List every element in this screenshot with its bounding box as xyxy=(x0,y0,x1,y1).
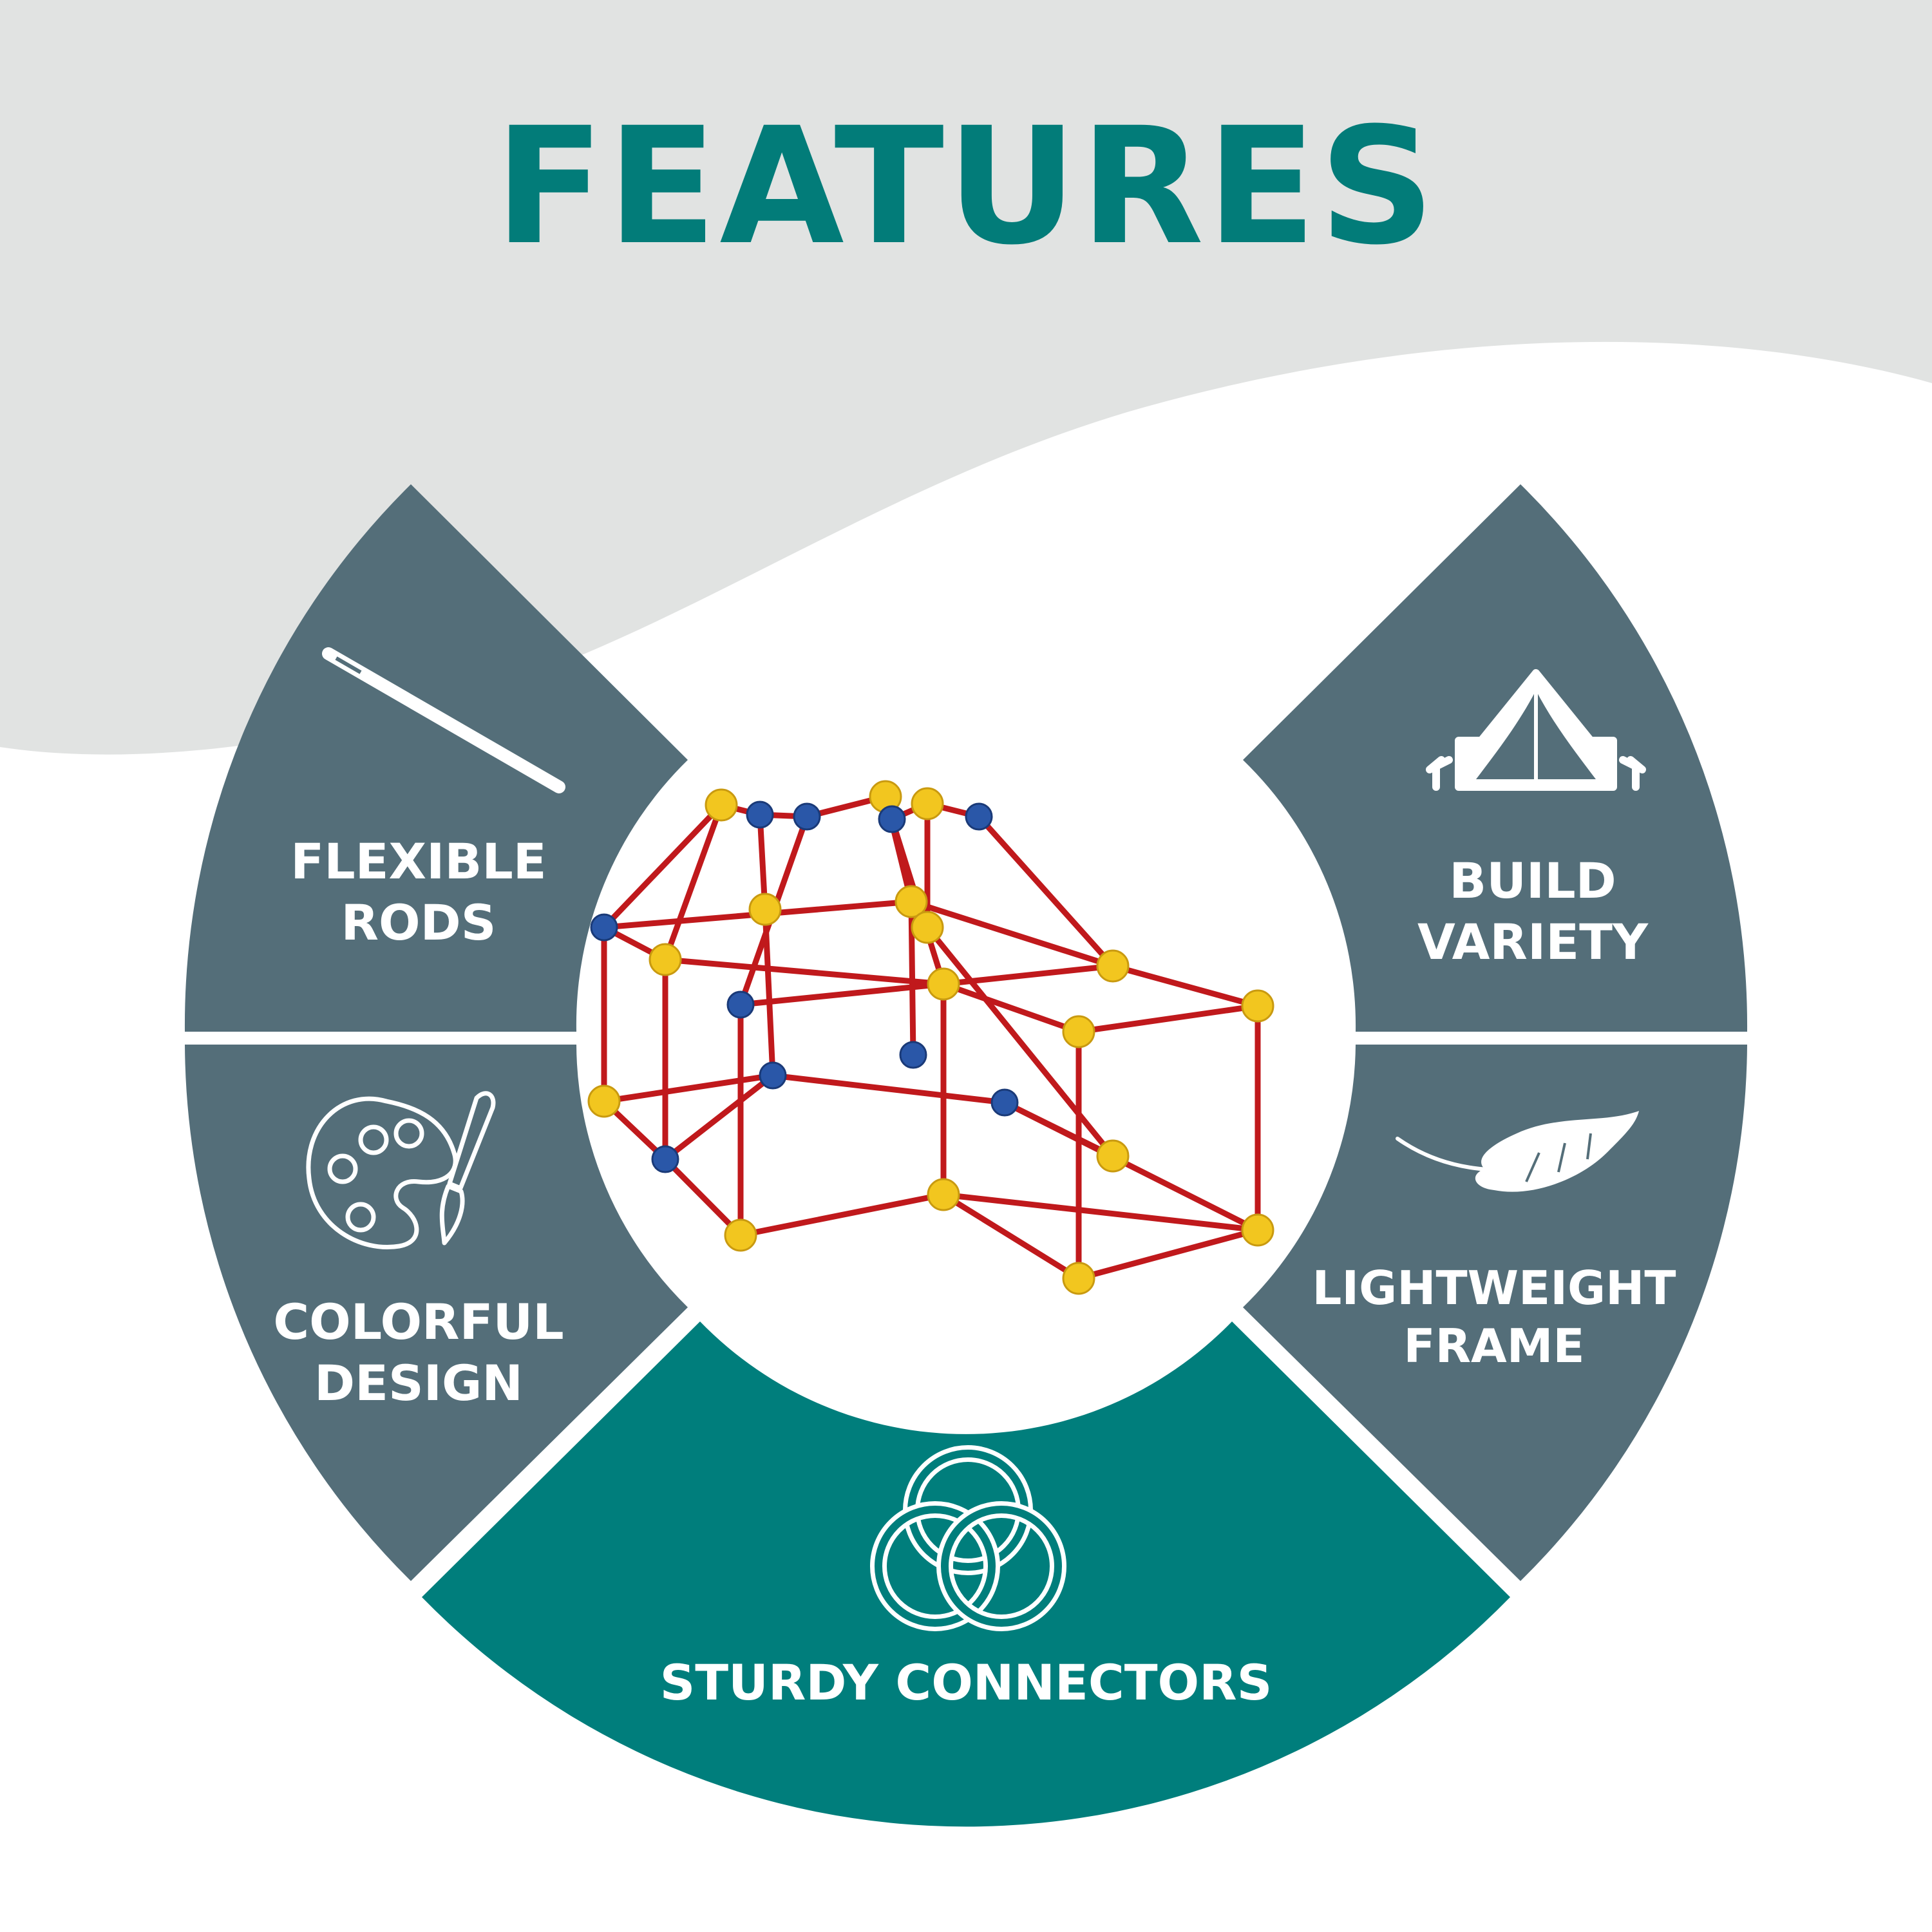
rod-icon xyxy=(322,647,565,793)
yellow-connector xyxy=(895,885,928,918)
feather-icon xyxy=(1396,1111,1639,1192)
fort-rod xyxy=(940,1191,1082,1282)
yellow-connector xyxy=(911,911,944,944)
blue-connector xyxy=(726,990,755,1019)
page-title: FEATURES xyxy=(494,93,1438,280)
blue-connector xyxy=(590,913,618,942)
fort-rod xyxy=(940,981,1082,1035)
blue-connector xyxy=(759,1061,787,1090)
fort-rod xyxy=(662,802,724,963)
fort-rod xyxy=(1075,1227,1261,1282)
blue-connector xyxy=(965,802,993,831)
fort-rod xyxy=(976,813,1116,969)
interlocking-rings-icon xyxy=(870,1445,1066,1631)
fort-rod xyxy=(662,956,947,987)
fort-rod xyxy=(1001,1099,1261,1233)
segment-flexible-rods xyxy=(184,484,688,1032)
fort-rod xyxy=(1110,963,1261,1009)
blue-connector xyxy=(651,1145,679,1173)
yellow-connector xyxy=(1096,949,1130,983)
fort-frame-product-image xyxy=(587,780,1274,1295)
fort-rod xyxy=(908,898,1116,969)
blue-connector xyxy=(899,1041,927,1069)
fort-rod xyxy=(737,1191,947,1238)
yellow-connector xyxy=(927,1178,960,1211)
fort-rod xyxy=(924,924,1116,1159)
label-lightweight-frame: LIGHTWEIGHT FRAME xyxy=(1312,1261,1676,1373)
fort-rod xyxy=(601,802,724,931)
fort-rod xyxy=(662,1072,776,1162)
blue-connector xyxy=(878,805,906,833)
yellow-connector xyxy=(649,943,682,976)
label-sturdy-connectors: STURDY CONNECTORS xyxy=(659,1654,1273,1711)
tent-icon xyxy=(1426,669,1646,791)
label-colorful-design: COLORFUL DESIGN xyxy=(273,1293,564,1412)
label-flexible-rods: FLEXIBLE RODS xyxy=(290,833,547,951)
yellow-connector xyxy=(705,788,738,822)
yellow-connector xyxy=(587,1084,621,1118)
palette-icon xyxy=(306,1091,496,1249)
yellow-connector xyxy=(1062,1262,1095,1295)
yellow-connector xyxy=(1241,1213,1274,1247)
fort-rod xyxy=(662,1156,744,1238)
fort-rod xyxy=(601,1072,776,1104)
yellow-connector xyxy=(927,967,960,1001)
yellow-connector xyxy=(748,893,782,926)
yellow-connector xyxy=(1062,1015,1095,1048)
yellow-connector xyxy=(1241,989,1274,1023)
blue-connector xyxy=(746,800,774,829)
yellow-connector xyxy=(911,787,944,820)
blue-connector xyxy=(990,1088,1019,1117)
blue-connector xyxy=(793,802,821,831)
yellow-connector xyxy=(1096,1139,1130,1173)
label-build-variety: BUILD VARIETY xyxy=(1417,852,1649,971)
fort-rod xyxy=(770,1072,1008,1106)
segment-lightweight-frame xyxy=(1243,1045,1747,1581)
fort-rod xyxy=(762,906,776,1079)
yellow-connector xyxy=(724,1218,757,1252)
fort-rod xyxy=(1075,1003,1261,1035)
fort-rod xyxy=(940,1191,1261,1233)
